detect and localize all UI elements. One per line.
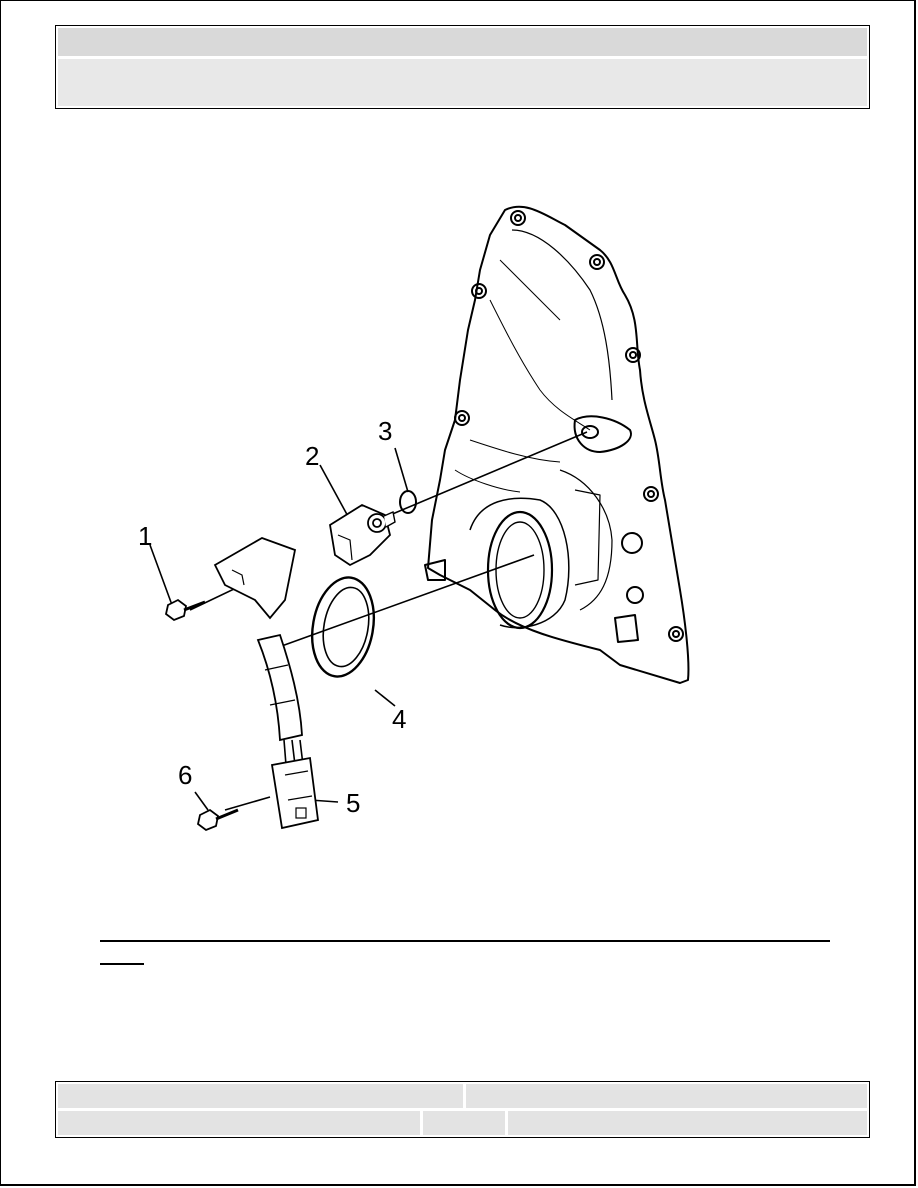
seal-4 <box>311 576 375 678</box>
callout-5: 5 <box>346 788 360 818</box>
footer-cell <box>58 1111 420 1135</box>
callout-1: 1 <box>138 521 152 551</box>
section-divider <box>100 940 830 942</box>
footer-cell <box>423 1111 505 1135</box>
footer-cell <box>466 1084 867 1108</box>
o-ring-3 <box>399 490 417 514</box>
footer-cell <box>58 1084 463 1108</box>
bolt-6 <box>196 808 239 832</box>
bolt-1 <box>164 598 206 622</box>
footer-cell <box>508 1111 867 1135</box>
header-subtitle-cell <box>58 59 867 106</box>
seal-bore <box>486 510 554 630</box>
sensor-2 <box>329 503 396 567</box>
callout-3: 3 <box>378 416 392 446</box>
section-divider-stub <box>100 963 144 965</box>
footer-table <box>55 1081 870 1138</box>
callout-2: 2 <box>305 441 319 471</box>
harness-5 <box>213 537 319 830</box>
component-diagram: 1 2 3 4 5 6 <box>138 205 690 832</box>
header-title-cell <box>58 28 867 56</box>
header-table <box>55 25 870 109</box>
callout-4: 4 <box>392 704 406 734</box>
callout-6: 6 <box>178 760 192 790</box>
